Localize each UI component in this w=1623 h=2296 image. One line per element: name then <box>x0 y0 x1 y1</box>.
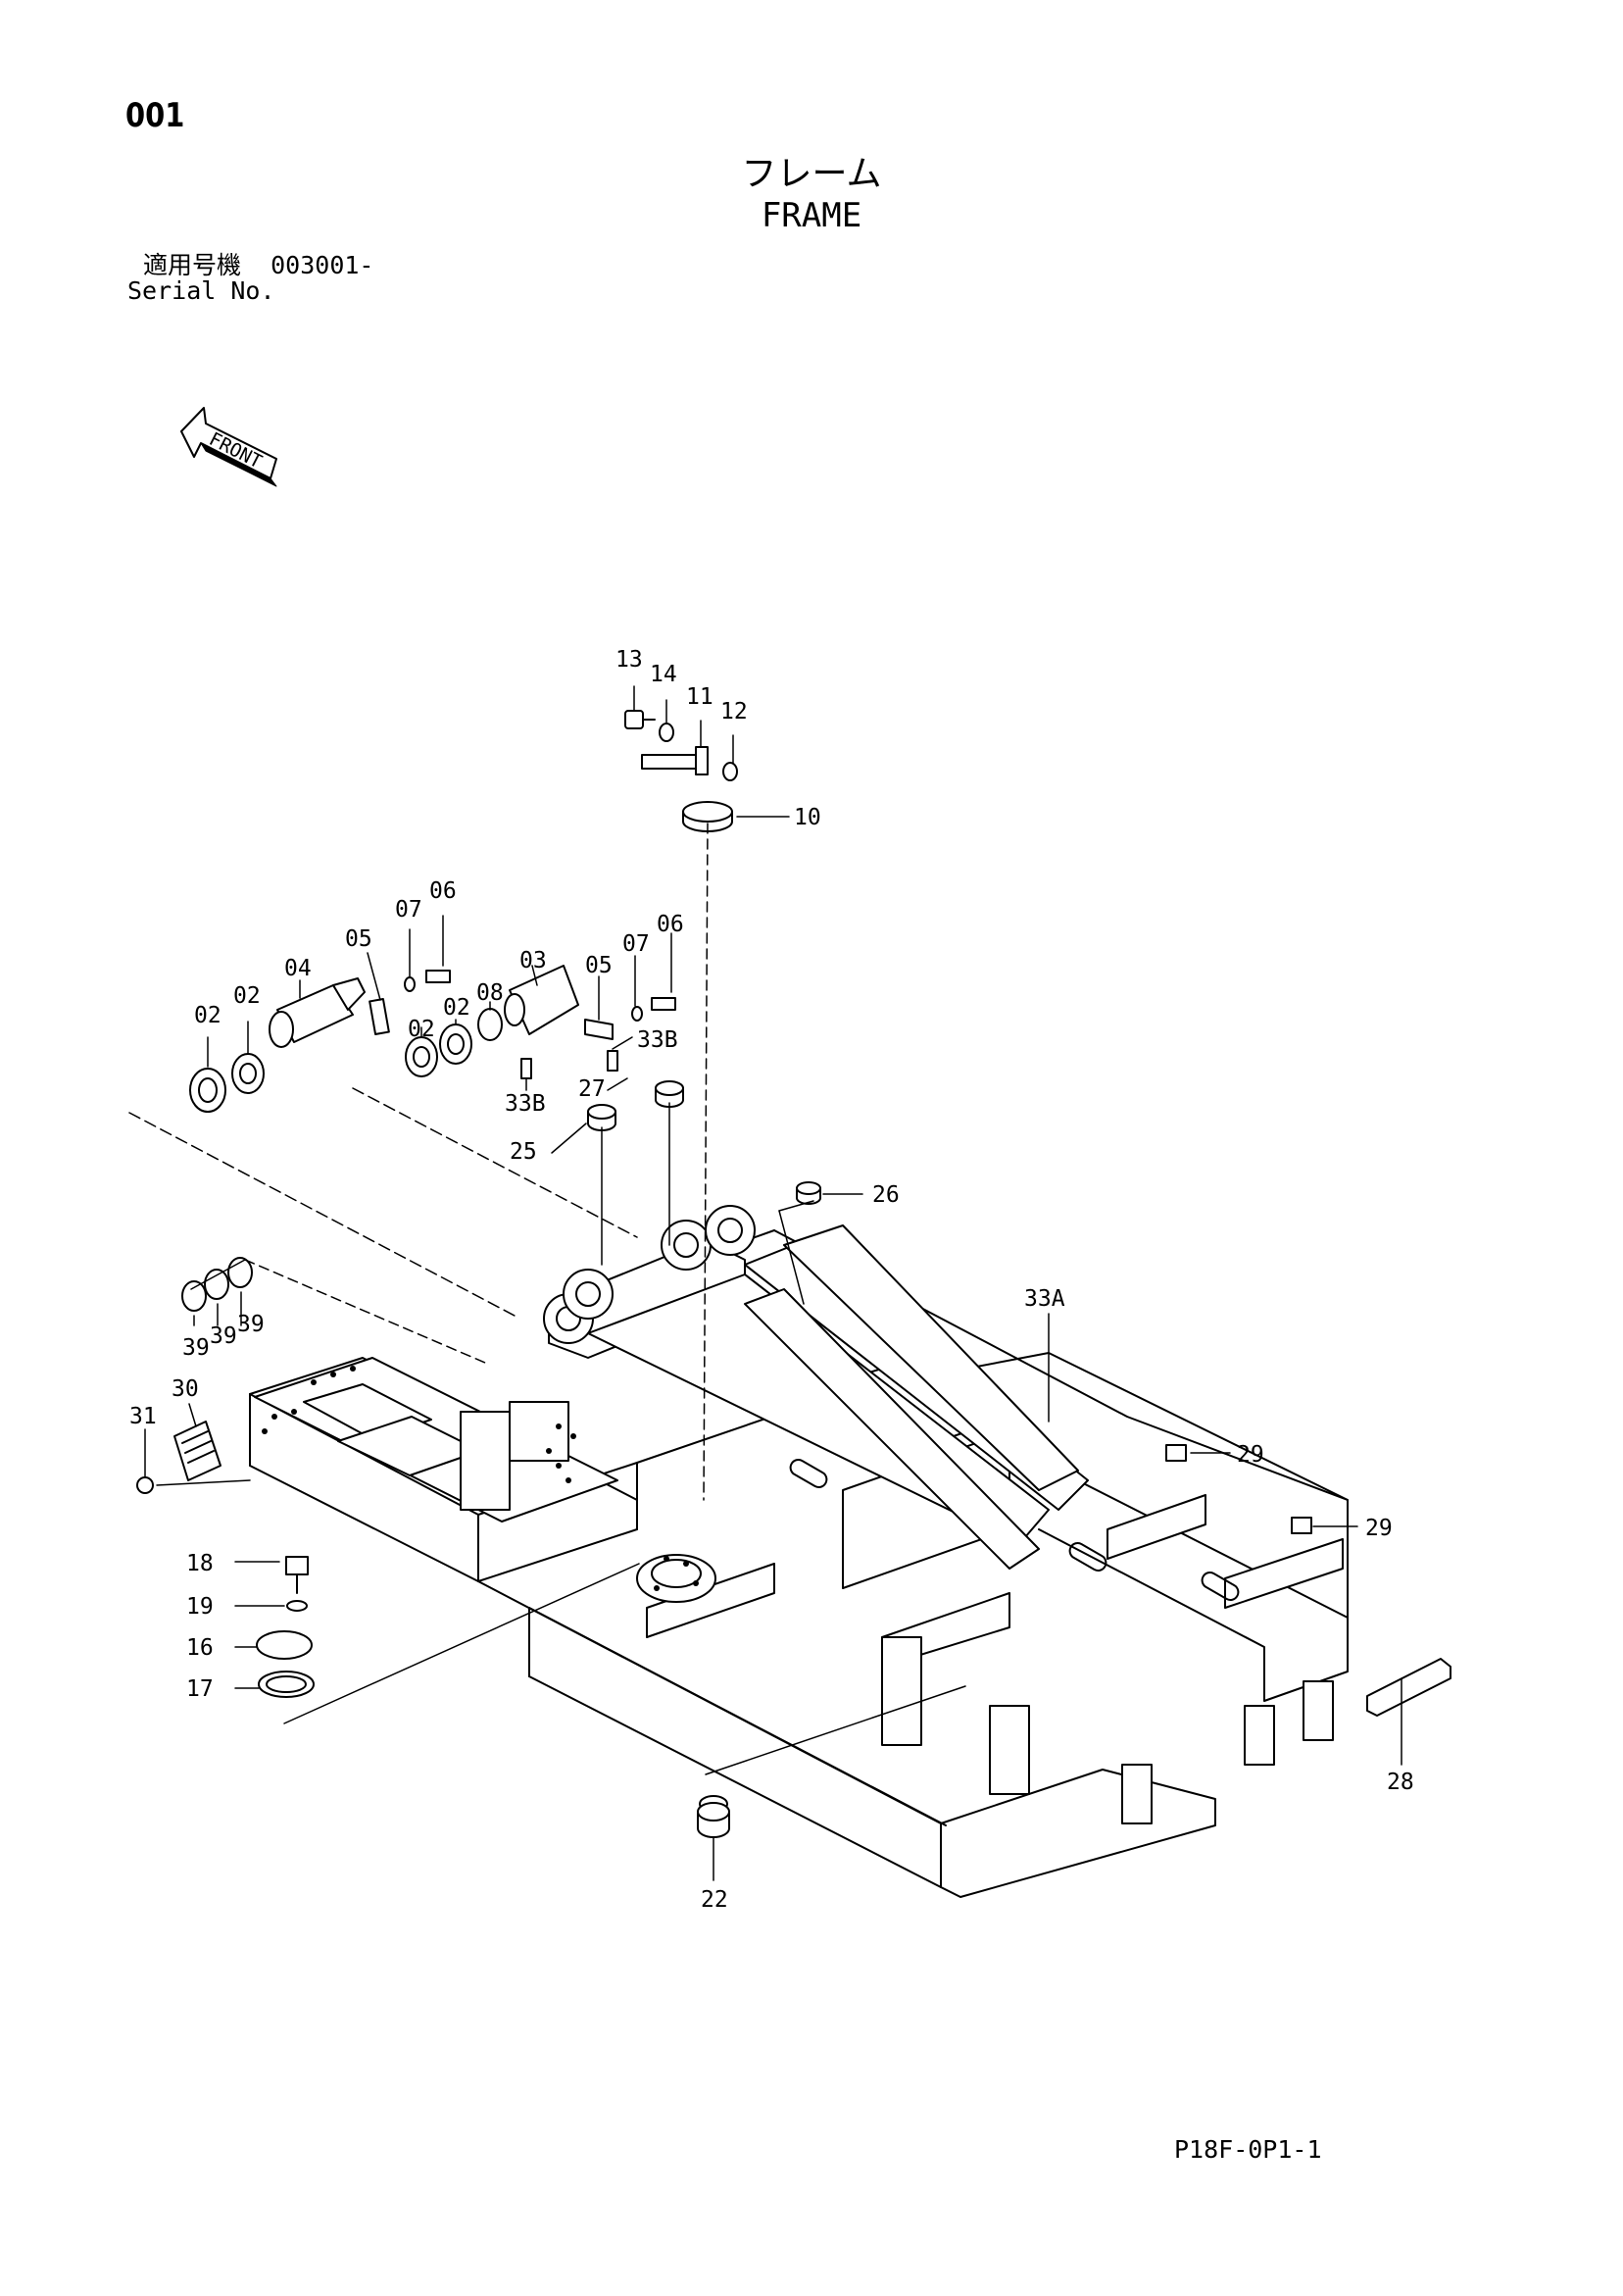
callout-02-a: 02 <box>233 983 261 1009</box>
callout-05-left: 05 <box>345 926 372 952</box>
frame-holes <box>262 1366 699 1591</box>
page-number: 001 <box>125 96 185 135</box>
callout-04: 04 <box>284 956 312 981</box>
callout-28: 28 <box>1387 1770 1414 1795</box>
callout-07-right: 07 <box>622 931 650 957</box>
callout-06-left: 06 <box>429 878 457 904</box>
callout-30: 30 <box>172 1376 199 1402</box>
callout-08: 08 <box>476 980 504 1006</box>
callout-03: 03 <box>519 948 547 973</box>
callout-05-right: 05 <box>585 953 613 978</box>
page-title-japanese: フレーム <box>741 154 882 194</box>
leader-lines <box>128 685 1402 1881</box>
page-title: FRAME <box>761 196 862 235</box>
callout-25: 25 <box>510 1139 537 1165</box>
callout-07-left: 07 <box>395 897 422 923</box>
front-arrow-icon: FRONT <box>180 407 277 487</box>
callout-14: 14 <box>650 662 677 687</box>
callout-17: 17 <box>186 1676 214 1702</box>
serial-label: Serial No. <box>127 276 275 305</box>
callout-33B-left: 33B <box>505 1091 546 1117</box>
callout-02-c: 02 <box>408 1017 435 1042</box>
callout-33A: 33A <box>1024 1286 1065 1312</box>
callout-33B-right: 33B <box>637 1027 678 1053</box>
callout-22: 22 <box>701 1887 728 1913</box>
callout-12: 12 <box>720 699 748 724</box>
callout-29-b: 29 <box>1365 1516 1393 1541</box>
callout-02-b: 02 <box>194 1003 221 1028</box>
main-frame <box>249 1205 1349 1898</box>
part-29-block-b <box>1291 1517 1312 1534</box>
callout-11: 11 <box>686 684 713 710</box>
serial-line-japanese: 適用号機 003001- <box>143 253 373 278</box>
callout-39-a: 39 <box>182 1335 210 1361</box>
callout-39-c: 39 <box>237 1312 265 1337</box>
part-28-bar <box>1366 1658 1451 1717</box>
callout-16: 16 <box>186 1635 214 1661</box>
callout-31: 31 <box>129 1404 157 1429</box>
callout-labels: 13 14 11 12 10 07 06 05 04 02 02 02 02 0… <box>129 647 1414 1913</box>
exploded-parts <box>136 710 821 1838</box>
callout-18: 18 <box>186 1551 214 1576</box>
callout-26: 26 <box>872 1182 900 1208</box>
callout-02-d: 02 <box>443 995 470 1021</box>
callout-13: 13 <box>615 647 643 673</box>
callout-10: 10 <box>794 805 821 830</box>
part-29-block-a <box>1165 1444 1187 1462</box>
callout-06-right: 06 <box>657 912 684 937</box>
callout-19: 19 <box>186 1594 214 1620</box>
callout-39-b: 39 <box>210 1323 237 1349</box>
serial-label-japanese: 適用号機 <box>143 251 242 279</box>
serial-value: 003001- <box>270 251 374 279</box>
callout-29-a: 29 <box>1237 1442 1264 1468</box>
callout-27: 27 <box>578 1076 606 1102</box>
drawing-code: P18F-0P1-1 <box>1174 2135 1322 2164</box>
